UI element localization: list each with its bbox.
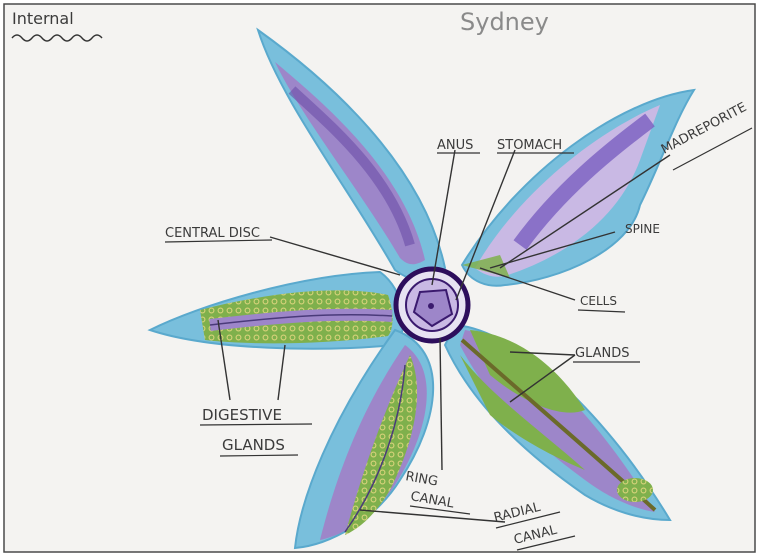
- label-glands: GLANDS: [575, 346, 630, 361]
- label-digestive: DIGESTIVE: [202, 406, 282, 424]
- label-cells: CELLS: [580, 294, 617, 308]
- label-anus: ANUS: [437, 138, 473, 153]
- label-digestive-glands: GLANDS: [222, 436, 285, 454]
- label-central-disc: CENTRAL DISC: [165, 226, 260, 241]
- author-name: Sydney: [460, 8, 549, 36]
- label-stomach: STOMACH: [497, 138, 562, 153]
- label-spine: SPINE: [625, 222, 660, 236]
- corner-label: Internal: [12, 9, 74, 28]
- central-disc: [396, 269, 468, 341]
